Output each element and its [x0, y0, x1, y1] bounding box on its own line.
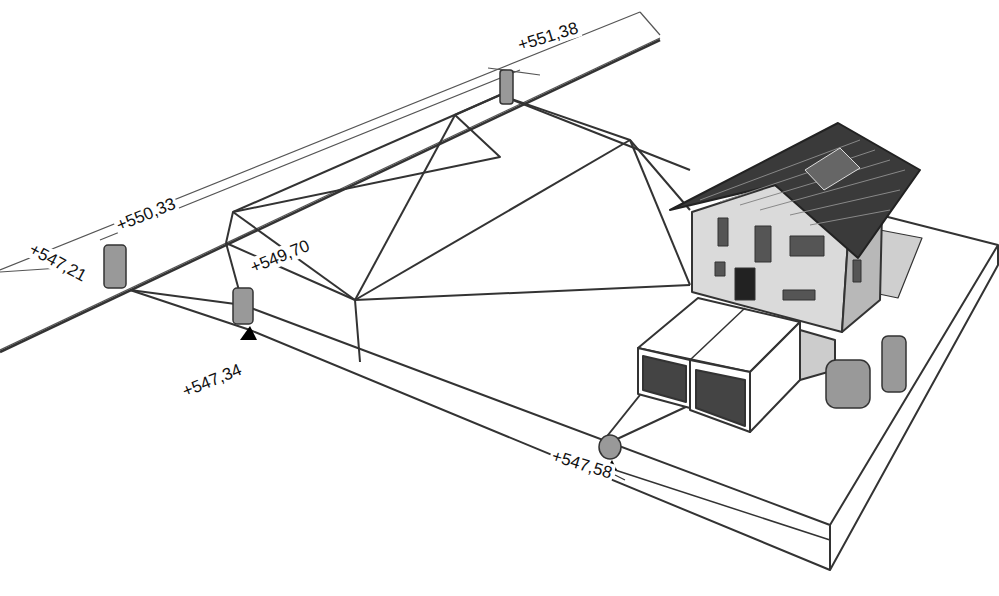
elevation-label: +547,34	[178, 359, 246, 401]
elevation-label: +547,21	[24, 238, 91, 286]
elevation-label: +550,33	[112, 193, 180, 235]
elevation-label: +549,70	[246, 235, 314, 277]
